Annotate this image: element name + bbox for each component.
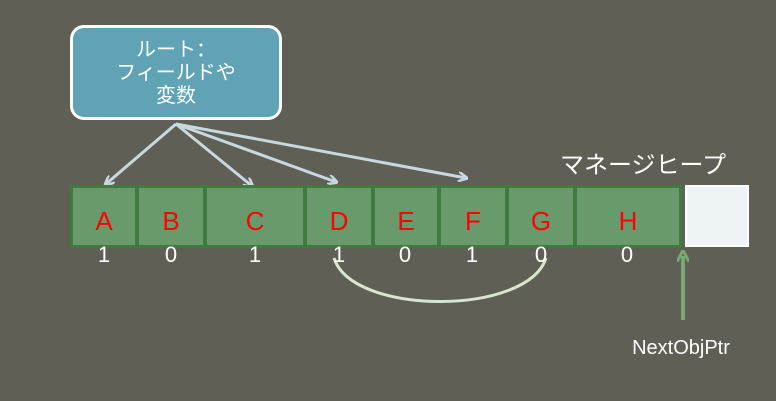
mark-bit-a: 1	[97, 242, 111, 267]
object-label-h: H	[618, 206, 638, 236]
object-label-f: F	[465, 206, 481, 236]
mark-bit-e: 0	[398, 242, 412, 267]
heap-object-d: D	[304, 185, 374, 248]
mark-bit-d: 1	[332, 242, 346, 267]
heap-object-e: E	[372, 185, 440, 248]
heap-object-a: A	[70, 185, 138, 248]
mark-bit-f: 1	[465, 242, 479, 267]
root-arrow-a	[106, 122, 177, 184]
object-label-a: A	[95, 206, 113, 236]
root-arrow-c	[175, 122, 252, 186]
object-label-d: D	[329, 206, 349, 236]
heap-object-c: C	[204, 185, 306, 248]
object-label-e: E	[397, 206, 415, 236]
next-obj-ptr-label: NextObjPtr	[632, 337, 730, 359]
heap-object-g: G	[506, 185, 576, 248]
mark-bit-h: 0	[620, 242, 634, 267]
heap-object-h: H	[574, 185, 682, 248]
mark-bit-b: 0	[164, 242, 178, 267]
heap-object-f: F	[438, 185, 508, 248]
mark-bit-g: 0	[534, 242, 548, 267]
root-box: ルート： フィールドや 変数	[70, 25, 282, 120]
object-label-c: C	[245, 206, 265, 236]
free-space-cell	[685, 185, 749, 247]
reference-arc-d-to-g	[332, 257, 548, 303]
object-label-b: B	[162, 206, 180, 236]
root-line-1: ルート：	[136, 37, 216, 61]
root-line-3: 変数	[156, 83, 196, 107]
managed-heap-title: マネージヒープ	[559, 151, 727, 179]
heap-object-b: B	[136, 185, 206, 248]
root-arrow-d	[175, 122, 336, 182]
object-label-g: G	[530, 206, 552, 236]
root-line-2: フィールドや	[116, 60, 236, 84]
root-arrow-f	[175, 122, 466, 178]
mark-bit-c: 1	[248, 242, 262, 267]
